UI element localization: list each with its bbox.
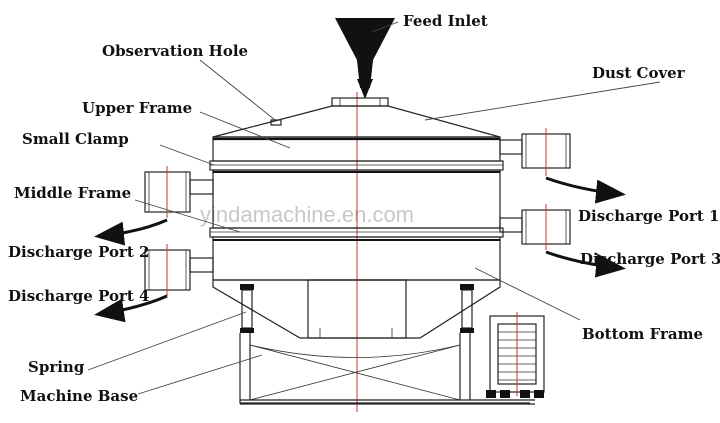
machine-base bbox=[239, 333, 535, 405]
left-discharge-ports bbox=[144, 166, 214, 296]
label-dust-cover: Dust Cover bbox=[592, 64, 686, 82]
label-machine-base: Machine Base bbox=[20, 387, 138, 405]
label-bottom-frame: Bottom Frame bbox=[582, 325, 703, 343]
label-small-clamp: Small Clamp bbox=[22, 130, 129, 148]
watermark: yindamachine.en.com bbox=[200, 202, 414, 227]
leader-lines bbox=[87, 21, 661, 395]
label-feed-inlet: Feed Inlet bbox=[403, 12, 488, 30]
vibration-motor bbox=[486, 312, 545, 398]
label-spring: Spring bbox=[28, 358, 85, 376]
observation-hole-part bbox=[270, 119, 282, 126]
discharge-arrows bbox=[94, 176, 626, 323]
label-observation-hole: Observation Hole bbox=[102, 42, 248, 60]
right-discharge-ports bbox=[499, 128, 571, 250]
feed-funnel bbox=[335, 18, 395, 99]
label-discharge-port-4: Discharge Port 4 bbox=[8, 287, 149, 305]
label-upper-frame: Upper Frame bbox=[82, 99, 192, 117]
inlet-collar bbox=[331, 97, 389, 107]
label-discharge-port-3: Discharge Port 3 bbox=[580, 250, 720, 268]
springs bbox=[240, 284, 474, 333]
label-discharge-port-1: Discharge Port 1 bbox=[578, 207, 719, 225]
label-discharge-port-2: Discharge Port 2 bbox=[8, 243, 149, 261]
label-middle-frame: Middle Frame bbox=[14, 184, 131, 202]
